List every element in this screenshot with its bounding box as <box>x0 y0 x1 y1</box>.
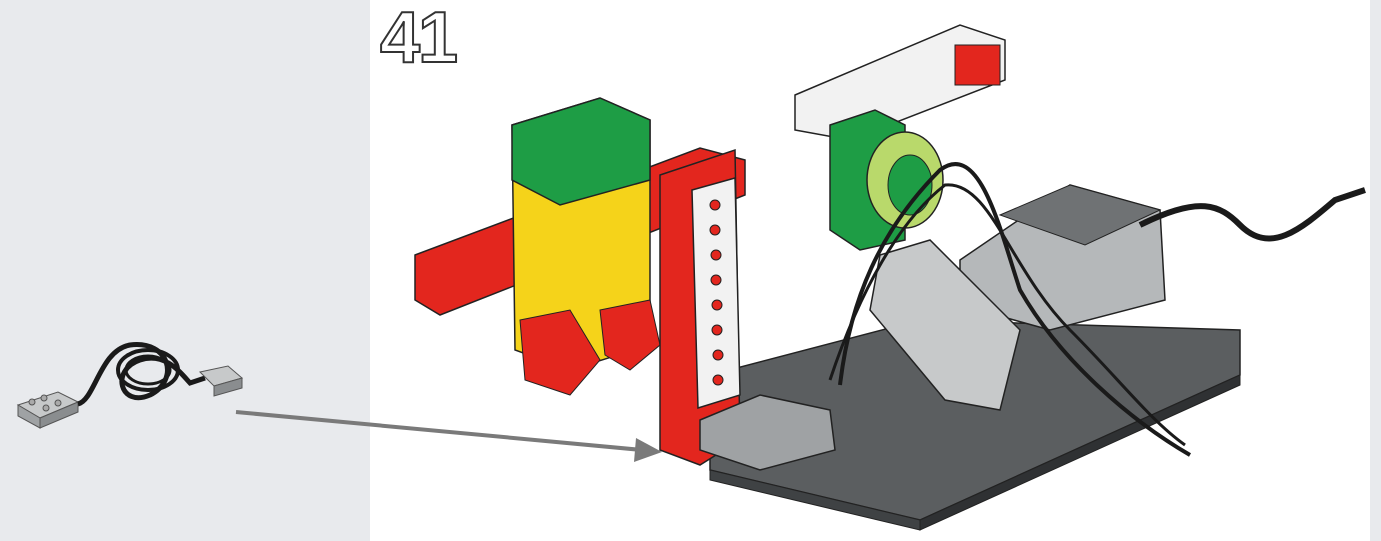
arrow-icon <box>236 412 662 462</box>
tilt-sensor-icon <box>18 345 242 428</box>
lego-model-illustration <box>415 25 1365 530</box>
